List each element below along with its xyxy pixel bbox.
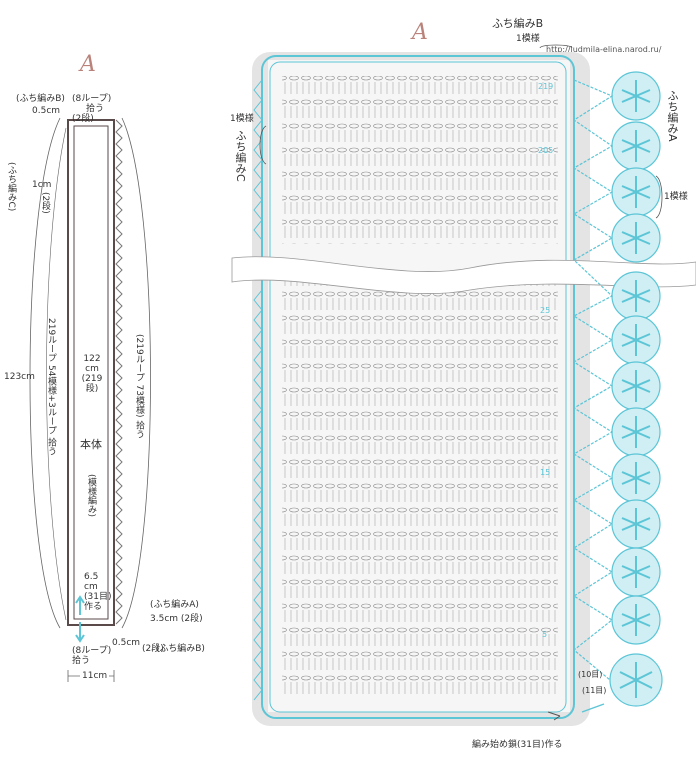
right-one-motif-left: 1模様 — [230, 114, 254, 124]
flower-petals — [619, 80, 653, 698]
row-marker-5: 5 — [542, 630, 548, 639]
edge-a-chains — [572, 79, 614, 681]
right-one-motif-top: 1模様 — [516, 34, 540, 44]
left-top-label-2: (8ループ) — [72, 94, 112, 104]
edge-blue-border — [261, 55, 575, 719]
body-length: 122 cm (219段) — [81, 354, 103, 394]
row-marker-219: 219 — [538, 82, 554, 91]
right-edge-a: ふち編みA — [666, 90, 679, 142]
start-chain-label: 編み始め鎖(31目)作る — [472, 740, 563, 750]
left-edge-a: (ふち編みA) — [150, 600, 199, 610]
left-edge-c: (ふち編みC) — [6, 162, 16, 212]
right-pick-arc — [121, 117, 151, 629]
watermark-logo-left: A — [80, 52, 96, 77]
stitch-pattern-top — [282, 76, 558, 244]
right-eleven-stitches: (11目) — [582, 686, 607, 695]
left-two-rows-c: (2段) — [142, 644, 164, 654]
row-marker-15: 15 — [540, 468, 551, 477]
left-pick-arc — [46, 127, 67, 621]
left-width-cm: 11cm — [80, 671, 110, 681]
motif-bracket-right — [655, 175, 663, 219]
left-top-label-1: (ふち編みB) — [16, 94, 65, 104]
body-inner-frame — [73, 125, 109, 620]
left-half-cm: 0.5cm — [32, 106, 61, 116]
stitch-pattern-bottom — [282, 274, 558, 698]
right-one-motif-right: 1模様 — [664, 192, 688, 202]
start-chain-size: 6.5 cm (31目) 作る — [84, 572, 112, 612]
row-marker-205: 205 — [538, 146, 554, 155]
left-two-rows: (2段) — [72, 114, 94, 124]
right-pick-count: (219ループ 73模様) 拾う — [134, 334, 144, 439]
right-ten-stitches: (10目) — [578, 670, 603, 679]
left-total-cm: 123cm — [4, 372, 35, 382]
up-arrow-icon — [75, 595, 85, 615]
right-edge-b: ふち編みB — [492, 17, 544, 30]
left-three-half: 3.5cm (2段) — [150, 614, 203, 624]
edge-a-fringe — [115, 119, 123, 625]
left-top-label-3: 拾う — [86, 104, 105, 114]
down-arrow-icon — [75, 622, 85, 643]
motif-bracket-left — [259, 125, 267, 165]
watermark-logo-right: A — [412, 20, 428, 45]
left-one-cm: 1cm — [32, 180, 52, 190]
left-half-cm-b: 0.5cm — [112, 638, 141, 648]
body-label: 本体 — [80, 438, 102, 451]
body-pattern: (模様編み) — [86, 474, 96, 518]
start-arrow-icon — [547, 711, 561, 721]
left-pick-count: 219ループ 54模様+3ループ 拾う — [46, 318, 56, 456]
left-edge-b: (ふち編みB) — [156, 644, 205, 654]
right-edge-c: ふち編みC — [234, 130, 247, 182]
row-marker-25: 25 — [540, 306, 551, 315]
total-height-arc — [29, 117, 61, 629]
left-bottom-pick: (8ループ) 拾う — [72, 646, 112, 666]
motif-bracket-top — [539, 44, 573, 49]
left-two-rows-b: (2段) — [40, 192, 50, 214]
source-url: http://ludmila-elina.narod.ru/ — [546, 45, 662, 54]
body-outer-frame — [67, 119, 115, 626]
